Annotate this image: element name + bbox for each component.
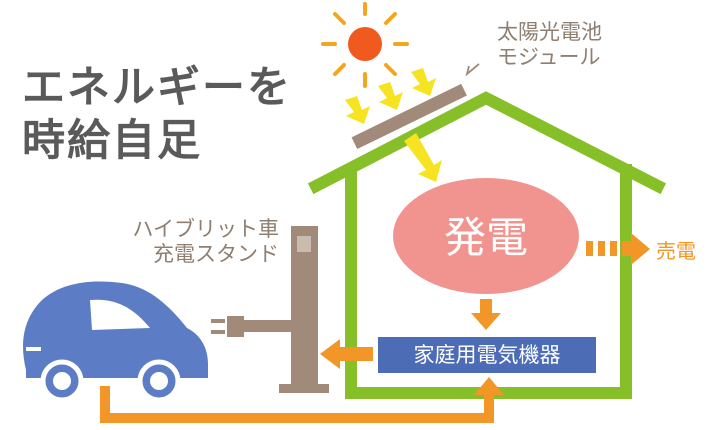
generation-ellipse xyxy=(393,178,579,294)
charging-stand-label-line-1: ハイブリット車 xyxy=(132,217,279,241)
solar-module-label: 太陽光電池 モジュール xyxy=(497,20,697,70)
stand-screen xyxy=(297,236,311,252)
generation-label: 発電 xyxy=(444,213,528,262)
charging-stand-label-line-2: 充電スタンド xyxy=(153,241,279,266)
solar-panel xyxy=(351,83,467,150)
sell-power-arrow xyxy=(586,233,650,265)
appliances-label: 家庭用電気機器 xyxy=(414,343,561,367)
sell-power-label: 売電 xyxy=(656,239,696,263)
solar-label-pointer xyxy=(465,63,480,77)
car-to-appliances-line xyxy=(100,386,494,423)
car-to-appliances-arrowhead xyxy=(474,377,504,395)
charging-stand-label: ハイブリット車 充電スタンド xyxy=(87,217,279,267)
headline-line-1: エネルギーを xyxy=(22,63,292,113)
headline-line-2: 時給自足 xyxy=(22,116,202,166)
panel-to-generation-arrow xyxy=(404,133,442,182)
sunlight-arrows xyxy=(345,68,436,124)
appliances-box xyxy=(378,337,596,373)
generation-to-appliances-arrow xyxy=(471,299,501,330)
solar-module-label-line-1: 太陽光電池 xyxy=(497,20,602,44)
appliances-to-stand-arrow xyxy=(320,339,373,369)
solar-module-label-line-2: モジュール xyxy=(497,44,601,69)
car-icon xyxy=(23,281,208,403)
charging-stand xyxy=(211,226,329,393)
sun-icon xyxy=(321,2,409,88)
